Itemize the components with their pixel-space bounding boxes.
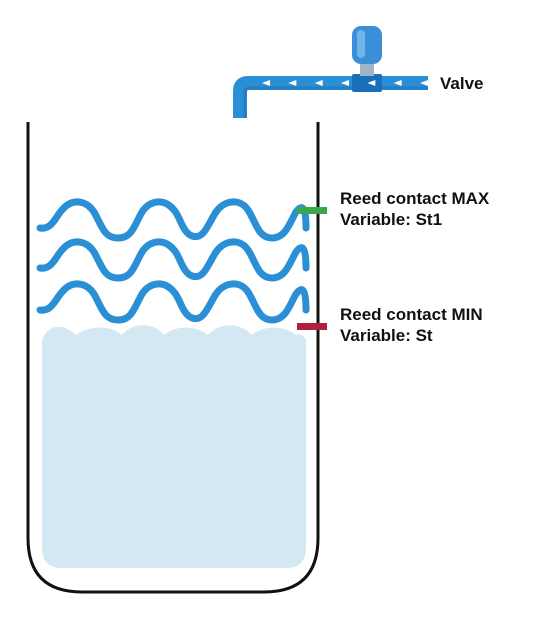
tank-outline [26,122,320,594]
wave-line-middle [36,238,310,282]
reed-contact-max-marker [297,207,327,214]
reed-contact-min-title: Reed contact MIN [340,305,483,324]
flow-arrow-icon [262,80,270,86]
valve-coupling [352,74,382,92]
flow-arrow-icon [288,80,297,86]
water-body [42,325,306,568]
solenoid-valve-icon [352,26,382,64]
reed-contact-min-label: Reed contact MIN Variable: St [340,304,483,346]
inlet-pipe-shade [243,86,428,118]
reed-contact-max-title: Reed contact MAX [340,189,490,208]
flow-arrow-icon [420,80,428,86]
flow-arrow-icon [341,80,349,86]
wave-line-lower [36,280,310,324]
reed-contact-min-variable: Variable: St [340,326,433,345]
valve-label: Valve [440,73,484,94]
reed-contact-max-variable: Variable: St1 [340,210,443,229]
reed-contact-max-label: Reed contact MAX Variable: St1 [340,188,489,230]
flow-arrows [262,80,428,86]
valve-label-text: Valve [440,74,484,93]
flow-arrow-icon [367,80,376,86]
inlet-pipe [233,76,428,118]
valve-stem [360,62,374,76]
reed-contact-min-marker [297,323,327,330]
flow-arrow-icon [393,80,402,86]
flow-arrow-icon [314,80,323,86]
wave-line-upper [36,198,310,242]
